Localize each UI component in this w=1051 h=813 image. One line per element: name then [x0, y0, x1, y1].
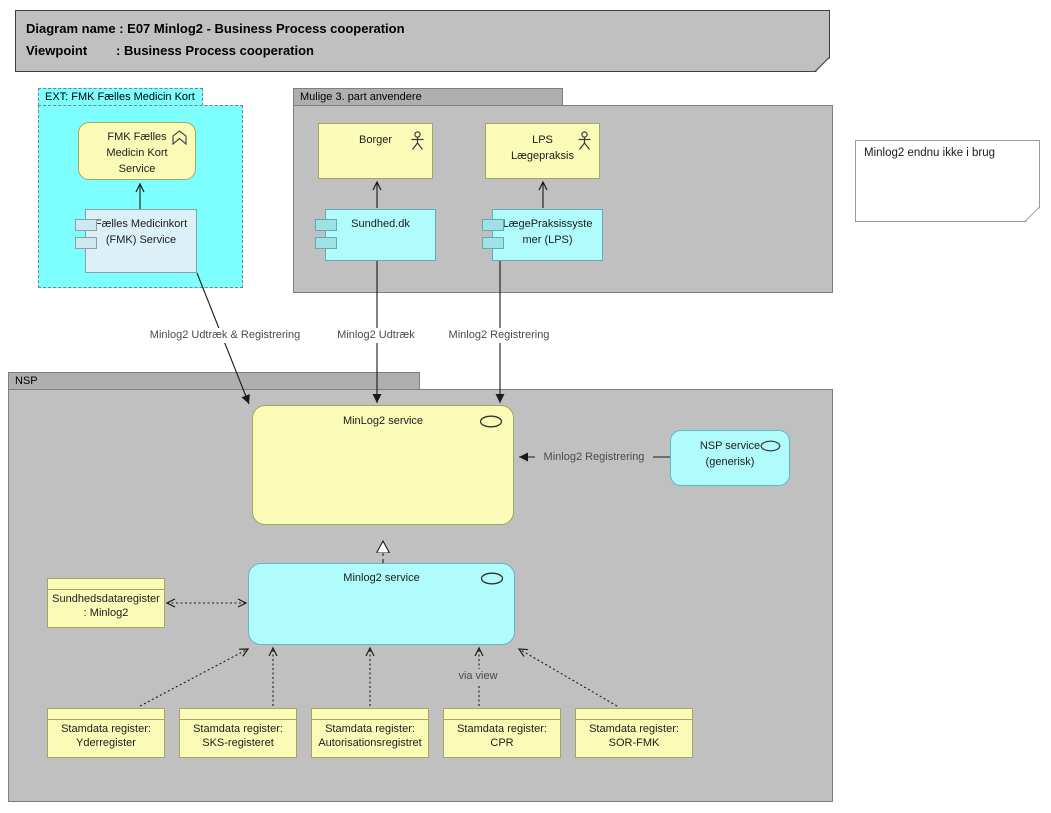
node-label: Stamdata register: Autorisationsregistre…: [318, 723, 422, 749]
note-text: Minlog2 endnu ikke i brug: [864, 147, 996, 159]
component-icon: [315, 237, 337, 249]
component-icon: [482, 237, 504, 249]
group-label: Mulige 3. part anvendere: [300, 91, 422, 103]
node-sundhedsdataregister[interactable]: Sundhedsdataregister: Minlog2: [47, 578, 165, 628]
node-stamdata-yderregister[interactable]: Stamdata register: Yderregister: [47, 708, 165, 758]
component-icon: [75, 219, 97, 231]
node-label: Minlog2 service: [343, 572, 420, 584]
node-fmk-service[interactable]: FMK Fælles Medicin Kort Service: [78, 122, 196, 180]
conn-label-udtraek-registrering[interactable]: Minlog2 Udtræk & Registrering: [140, 328, 310, 343]
node-stamdata-sor-fmk[interactable]: Stamdata register: SOR-FMK: [575, 708, 693, 758]
chevron-up-icon: [172, 130, 187, 145]
conn-label-udtraek[interactable]: Minlog2 Udtræk: [330, 328, 422, 343]
service-oval-icon: [760, 440, 781, 452]
node-label: FMK Fælles Medicin Kort Service: [106, 131, 168, 175]
component-icon: [482, 219, 504, 231]
node-label-line1: NSP service: [699, 440, 761, 452]
group-tab-mulige[interactable]: Mulige 3. part anvendere: [293, 88, 563, 106]
node-label: Borger: [358, 134, 393, 146]
node-label: Sundhedsdataregister: Minlog2: [52, 593, 160, 619]
node-label: Sundhed.dk: [351, 218, 410, 230]
node-stamdata-cpr[interactable]: Stamdata register: CPR: [443, 708, 561, 758]
object-top-bar: [444, 709, 560, 720]
actor-icon: [578, 131, 591, 150]
conn-label-via-view[interactable]: via view: [452, 669, 504, 684]
actor-icon: [411, 131, 424, 150]
component-icon: [75, 237, 97, 249]
node-label: LægePraksissystemer (LPS): [502, 218, 593, 246]
node-label: Stamdata register: SKS-registeret: [193, 723, 283, 749]
node-stamdata-autorisation[interactable]: Stamdata register: Autorisationsregistre…: [311, 708, 429, 758]
group-tab-ext-fmk[interactable]: EXT: FMK Fælles Medicin Kort: [38, 88, 203, 106]
object-top-bar: [180, 709, 296, 720]
node-minlog2-service-app[interactable]: Minlog2 service: [248, 563, 515, 645]
node-lps-component[interactable]: LægePraksissystemer (LPS): [482, 209, 603, 261]
node-nsp-service-generic[interactable]: NSP service (generisk): [670, 430, 790, 486]
node-label: Stamdata register: CPR: [457, 723, 547, 749]
conn-label-nsp-registrering[interactable]: Minlog2 Registrering: [535, 450, 653, 465]
object-top-bar: [576, 709, 692, 720]
service-oval-icon: [479, 415, 503, 428]
node-label: Stamdata register: SOR-FMK: [589, 723, 679, 749]
node-label: NSP service (generisk): [687, 431, 773, 470]
node-lps-laegepraksis[interactable]: LPS Lægepraksis: [485, 123, 600, 179]
object-top-bar: [48, 709, 164, 720]
viewpoint-line: Viewpoint : Business Process cooperation: [26, 43, 314, 58]
object-top-bar: [48, 579, 164, 590]
node-label: Stamdata register: Yderregister: [61, 723, 151, 749]
node-minlog2-service-business[interactable]: MinLog2 service: [252, 405, 514, 525]
group-tab-nsp[interactable]: NSP: [8, 372, 420, 390]
node-borger[interactable]: Borger: [318, 123, 433, 179]
object-top-bar: [312, 709, 428, 720]
node-label: MinLog2 service: [342, 415, 424, 427]
fold-corner: [1025, 207, 1040, 222]
node-fmk-component[interactable]: Fælles Medicinkort (FMK) Service: [75, 209, 197, 273]
diagram-title-note[interactable]: Diagram name : E07 Minlog2 - Business Pr…: [15, 10, 830, 72]
node-sundhed-dk[interactable]: Sundhed.dk: [315, 209, 436, 261]
group-label: EXT: FMK Fælles Medicin Kort: [45, 91, 195, 103]
node-label-line2: (generisk): [705, 456, 755, 468]
node-label: Fælles Medicinkort (FMK) Service: [94, 218, 188, 246]
service-oval-icon: [480, 572, 504, 585]
note-minlog2[interactable]: Minlog2 endnu ikke i brug: [855, 140, 1040, 222]
group-label: NSP: [15, 375, 38, 387]
component-icon: [315, 219, 337, 231]
conn-label-registrering[interactable]: Minlog2 Registrering: [440, 328, 558, 343]
node-label: LPS Lægepraksis: [511, 134, 574, 162]
diagram-name-line: Diagram name : E07 Minlog2 - Business Pr…: [26, 21, 405, 36]
node-stamdata-sks[interactable]: Stamdata register: SKS-registeret: [179, 708, 297, 758]
